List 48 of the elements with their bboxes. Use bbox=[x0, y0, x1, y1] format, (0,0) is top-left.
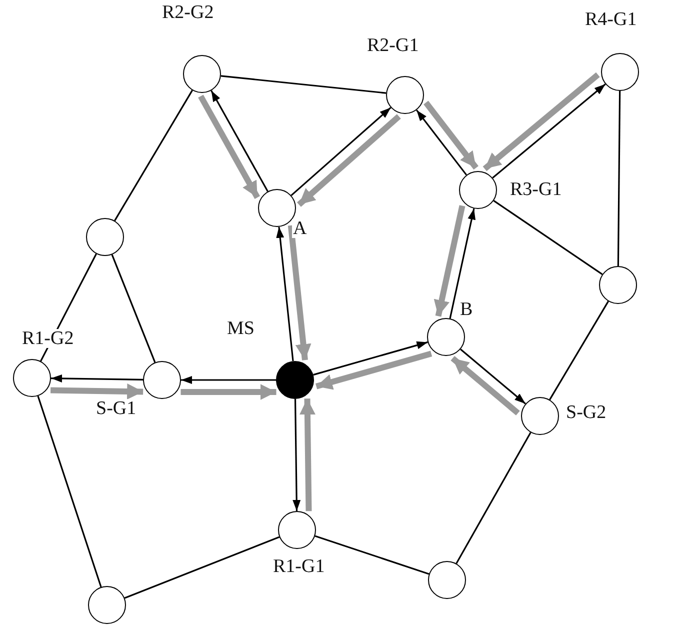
node-circle bbox=[428, 561, 466, 599]
arrow bbox=[297, 114, 401, 207]
arrow bbox=[198, 94, 260, 199]
arrow bbox=[492, 84, 606, 178]
arrow bbox=[416, 110, 468, 176]
arrow bbox=[292, 398, 301, 512]
node-circle bbox=[386, 76, 424, 114]
node-circle bbox=[599, 266, 637, 304]
link-line bbox=[111, 254, 156, 363]
node-circle bbox=[143, 361, 181, 399]
arrow bbox=[450, 356, 520, 416]
link-line bbox=[124, 536, 280, 599]
node-circle bbox=[427, 318, 465, 356]
link-line bbox=[114, 90, 193, 222]
arrow bbox=[50, 374, 144, 382]
link-line bbox=[617, 91, 621, 266]
arrow bbox=[290, 106, 392, 196]
link-line bbox=[37, 396, 102, 588]
arrow bbox=[299, 398, 316, 512]
node-circle bbox=[521, 397, 559, 435]
node-circle bbox=[183, 55, 221, 93]
arrow bbox=[434, 205, 466, 317]
node-circle bbox=[601, 53, 639, 91]
link-line bbox=[549, 300, 609, 400]
arrow bbox=[288, 225, 312, 360]
link-line bbox=[314, 535, 430, 575]
arrow bbox=[313, 341, 428, 376]
node-label: R1-G2 bbox=[21, 329, 75, 348]
node-circle bbox=[88, 586, 126, 624]
arrow bbox=[482, 72, 600, 172]
arrow bbox=[180, 384, 276, 400]
arrow bbox=[210, 90, 268, 192]
arrow bbox=[181, 376, 276, 384]
node-circle bbox=[86, 218, 124, 256]
link-line bbox=[220, 75, 386, 94]
arrow bbox=[276, 226, 294, 362]
node-circle bbox=[13, 359, 51, 397]
arrow bbox=[50, 383, 144, 400]
node-label: A bbox=[292, 219, 308, 238]
arrow bbox=[460, 348, 526, 404]
link-line bbox=[493, 200, 603, 275]
station-dot bbox=[276, 361, 314, 399]
link-line bbox=[456, 432, 532, 564]
arrow bbox=[449, 208, 476, 319]
node-circle bbox=[278, 511, 316, 549]
arrow bbox=[424, 100, 478, 170]
node-circle bbox=[459, 171, 497, 209]
arrow bbox=[315, 350, 432, 390]
